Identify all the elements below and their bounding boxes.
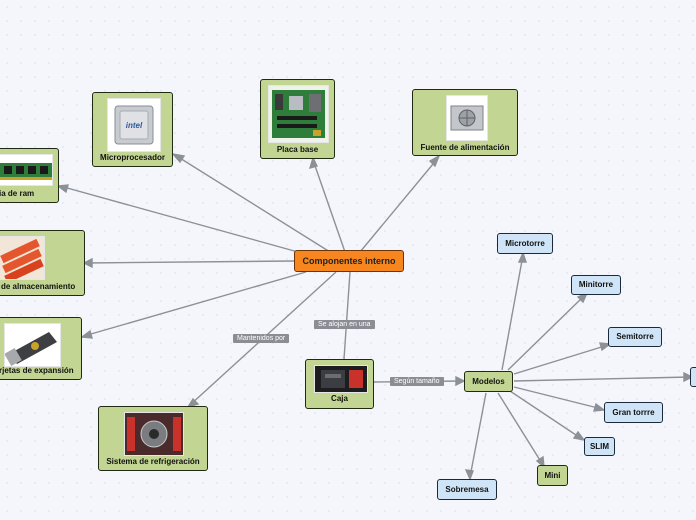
edge-label-alojan: Se alojan en una xyxy=(314,320,375,329)
node-caja-label: Caja xyxy=(331,394,348,403)
node-refrigeracion-label: Sistema de refrigeración xyxy=(106,457,200,466)
power-supply-image xyxy=(446,95,488,141)
node-gran-torre-label: Gran torrre xyxy=(612,408,655,417)
node-tarjetas-label: rjetas de expansión xyxy=(0,366,74,375)
node-sobremesa-label: Sobremesa xyxy=(445,485,489,494)
ram-module-icon xyxy=(0,163,52,180)
central-topic[interactable]: Componentes interno xyxy=(294,250,404,272)
node-minitorre-label: Minitorre xyxy=(578,280,614,289)
node-minitorre[interactable]: Minitorre xyxy=(571,275,621,295)
node-semitorre[interactable]: Semitorre xyxy=(608,327,662,347)
ram-image xyxy=(0,154,53,186)
node-fuente-alimentacion[interactable]: Fuente de alimentación xyxy=(412,89,518,156)
intel-logo-text: intel xyxy=(126,121,143,130)
node-almacenamiento-label: de almacenamiento xyxy=(1,282,76,291)
case-image xyxy=(314,365,368,393)
node-memoria-ram[interactable]: oria de ram xyxy=(0,148,59,203)
motherboard-image xyxy=(268,85,329,143)
node-caja[interactable]: Caja xyxy=(305,359,374,409)
node-semitorre-label: Semitorre xyxy=(616,332,654,341)
node-memoria-label: oria de ram xyxy=(0,189,35,198)
node-microprocesador-label: Microprocesador xyxy=(100,153,165,162)
node-microtorre[interactable]: Microtorre xyxy=(497,233,553,254)
motherboard-icon xyxy=(272,90,325,138)
node-fuente-label: Fuente de alimentación xyxy=(420,143,510,152)
node-placa-base[interactable]: Placa base xyxy=(260,79,335,159)
node-slim-label: SLIM xyxy=(589,442,610,451)
cooling-fan-icon xyxy=(125,413,183,455)
central-topic-label: Componentes interno xyxy=(302,256,396,266)
node-gran-torre[interactable]: Gran torrre xyxy=(604,402,663,423)
node-placa-base-label: Placa base xyxy=(276,145,319,154)
cooling-image xyxy=(124,412,184,456)
node-refrigeracion[interactable]: Sistema de refrigeración xyxy=(98,406,208,471)
computer-case-icon xyxy=(315,366,367,392)
node-offscreen-model[interactable] xyxy=(690,367,696,387)
cpu-image: intel xyxy=(107,98,161,152)
node-modelos-label: Modelos xyxy=(472,377,505,386)
power-supply-icon xyxy=(450,105,484,131)
node-modelos[interactable]: Modelos xyxy=(464,371,513,392)
node-mini-label: Mini xyxy=(544,471,561,480)
storage-device-icon xyxy=(0,238,44,279)
node-sobremesa[interactable]: Sobremesa xyxy=(437,479,497,500)
node-tarjetas-expansion[interactable]: rjetas de expansión xyxy=(0,317,82,380)
expansion-card-icon xyxy=(5,332,57,366)
edge-label-segun-tamano: Según tamaño xyxy=(390,377,444,386)
node-slim[interactable]: SLIM xyxy=(584,437,615,456)
storage-image xyxy=(0,236,45,280)
node-microprocesador[interactable]: intel Microprocesador xyxy=(92,92,173,167)
cpu-chip-icon: intel xyxy=(114,105,154,145)
expansion-card-image xyxy=(4,323,61,367)
edge-label-mantenidos: Mantenidos por xyxy=(233,334,290,343)
node-mini[interactable]: Mini xyxy=(537,465,568,486)
node-almacenamiento[interactable]: de almacenamiento xyxy=(0,230,85,296)
node-microtorre-label: Microtorre xyxy=(505,239,545,248)
